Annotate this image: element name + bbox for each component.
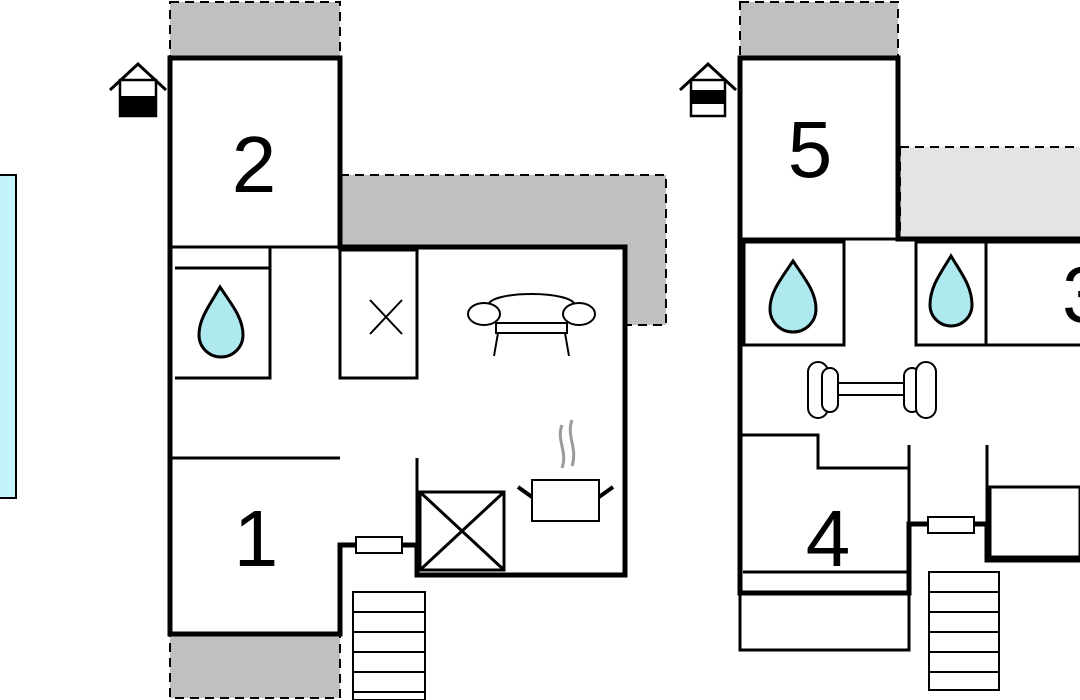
storage-cross-icon [369, 299, 403, 335]
room-label: 1 [234, 494, 279, 583]
water-drop-icon [197, 284, 245, 359]
terrace-right-right [899, 146, 1080, 240]
room-label: 5 [788, 105, 833, 194]
pool-icon [0, 174, 17, 499]
room-label: 3 [1062, 250, 1080, 339]
inner-walls-left [170, 245, 419, 575]
room-label: 4 [806, 494, 851, 583]
dumbbell-icon [807, 361, 937, 419]
terrace-top-right [739, 1, 899, 59]
cooking-pot-icon [516, 419, 615, 522]
sofa-icon [467, 293, 596, 357]
stove-icon [418, 490, 506, 572]
room-label: 2 [232, 120, 277, 209]
house-entrance-icon [678, 61, 738, 118]
house-entrance-icon [108, 61, 168, 118]
water-drop-icon [928, 253, 974, 328]
stairs-icon [928, 571, 1000, 691]
terrace-top-left [169, 1, 341, 59]
stairs-icon [352, 591, 426, 700]
radiator-icon [340, 536, 417, 554]
water-drop-icon [768, 258, 818, 334]
outer-wall-right [737, 55, 1080, 596]
terrace-bottom-left [169, 633, 341, 699]
inner-walls-right [738, 237, 1080, 652]
radiator-icon [909, 516, 987, 534]
